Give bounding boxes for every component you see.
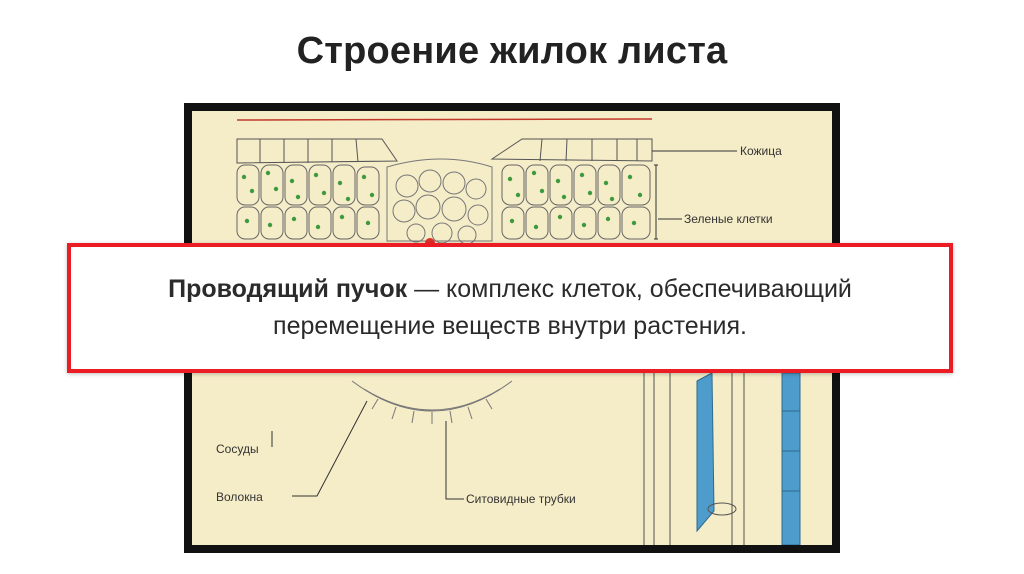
- right-green-cells: [501, 164, 651, 240]
- definition-line-1: — комплекс клеток, обеспечивающий: [407, 275, 852, 303]
- label-green-cells: Зеленые клетки: [684, 212, 773, 226]
- definition-text: Проводящий пучок — комплекс клеток, обес…: [168, 271, 852, 345]
- label-fibers: Волокна: [216, 490, 263, 504]
- longitudinal-vein: [643, 372, 801, 545]
- left-epidermis: [236, 138, 398, 164]
- chloroplasts: [241, 170, 643, 230]
- left-green-cells: [236, 164, 380, 240]
- vein-bundle-cells: [386, 158, 493, 245]
- definition-line-2: перемещение веществ внутри растения.: [273, 312, 747, 340]
- slide-title: Строение жилок листа: [296, 30, 728, 72]
- leaf-cross-section-drawing: Кожица Зеленые клетки Сосуды Волокна Сит…: [216, 118, 801, 545]
- definition-term: Проводящий пучок: [168, 275, 408, 303]
- right-epidermis: [490, 138, 653, 162]
- label-epidermis: Кожица: [740, 144, 782, 158]
- label-vessels: Сосуды: [216, 442, 259, 456]
- definition-callout: Проводящий пучок — комплекс клеток, обес…: [67, 243, 953, 373]
- leader-lines: [271, 150, 737, 500]
- top-cut-line: [236, 118, 653, 121]
- lower-bundle-arc: [351, 380, 513, 424]
- label-sieve-tubes: Ситовидные трубки: [466, 492, 576, 506]
